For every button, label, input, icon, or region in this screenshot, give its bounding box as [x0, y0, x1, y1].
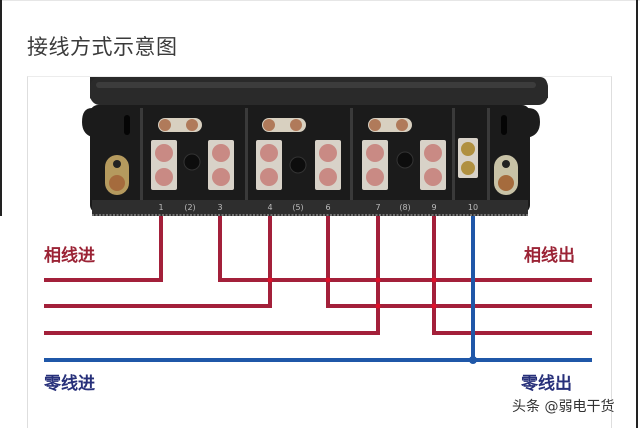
- terminal-number: (5): [292, 203, 303, 212]
- terminal-number: 6: [325, 203, 330, 212]
- phase-out-wire-2: [326, 216, 592, 308]
- top-divider: [0, 0, 640, 1]
- neutral-out-label: 零线出: [521, 374, 572, 394]
- terminal-number: (8): [399, 203, 410, 212]
- terminal-number: 1: [158, 203, 163, 212]
- terminal-number: 3: [217, 203, 222, 212]
- phase-in-label: 相线进: [44, 246, 95, 266]
- terminal-number: 9: [431, 203, 436, 212]
- phase-out-wire-1: [218, 216, 592, 282]
- neutral-in-label: 零线进: [44, 374, 95, 394]
- phase-out-wire-3: [432, 216, 592, 335]
- left-edge-line: [0, 0, 2, 216]
- neutral-wire: [44, 216, 592, 362]
- terminal-number: 10: [468, 203, 478, 212]
- terminal-number: 4: [267, 203, 272, 212]
- page-title: 接线方式示意图: [27, 35, 178, 59]
- terminal-number: (2): [184, 203, 195, 212]
- right-edge-line: [636, 0, 638, 428]
- phase-out-label: 相线出: [524, 246, 575, 266]
- phase-in-wire-3: [44, 216, 380, 335]
- diagram-frame: [27, 76, 612, 428]
- meter-body: [82, 77, 548, 216]
- wire-crossings: [267, 277, 437, 309]
- phase-in-wire-1: [44, 216, 163, 282]
- watermark: 头条 @弱电干货: [512, 399, 615, 415]
- terminal-number: 7: [375, 203, 380, 212]
- neutral-junction: [469, 356, 477, 364]
- phase-wires: [44, 216, 592, 335]
- terminal-numbers: 1 (2) 3 4 (5) 6 7 (8) 9 10: [158, 203, 478, 212]
- phase-in-wire-2: [44, 216, 272, 308]
